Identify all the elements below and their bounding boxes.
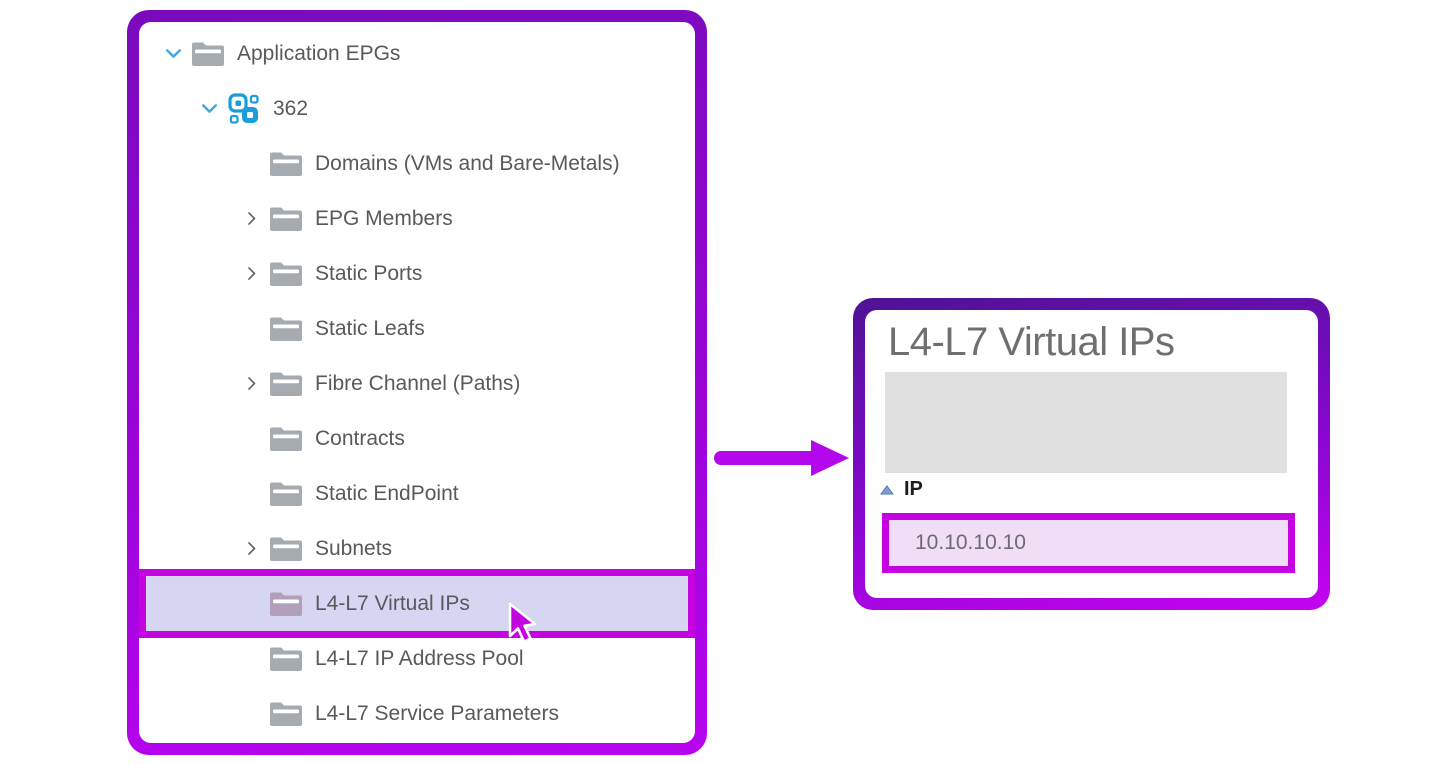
chevron-right-icon[interactable] — [239, 537, 263, 561]
table-column-header-ip[interactable]: IP — [880, 478, 923, 501]
twisty-spacer — [239, 647, 263, 671]
folder-icon — [269, 424, 303, 454]
twisty-spacer — [239, 592, 263, 616]
ip-row-highlight-box: 10.10.10.10 — [882, 513, 1295, 573]
tree-item-label: Static Leafs — [315, 316, 425, 340]
twisty-spacer — [239, 702, 263, 726]
tree-item-label: L4-L7 Service Parameters — [315, 701, 559, 725]
chevron-down-icon[interactable] — [197, 97, 221, 121]
virtual-ips-highlight-box: L4-L7 Virtual IPs IP 10.10.10.10 — [853, 298, 1330, 610]
folder-icon — [269, 369, 303, 399]
page-title: L4-L7 Virtual IPs — [888, 320, 1175, 364]
table-toolbar — [885, 372, 1287, 473]
virtual-ips-panel: L4-L7 Virtual IPs IP 10.10.10.10 — [865, 310, 1318, 598]
tree-item-l4-l7-ip-address-pool[interactable]: L4-L7 IP Address Pool — [139, 631, 695, 686]
tree-item-label: Domains (VMs and Bare-Metals) — [315, 151, 620, 175]
tree-item-static-ports[interactable]: Static Ports — [139, 246, 695, 301]
folder-icon — [269, 644, 303, 674]
ip-value: 10.10.10.10 — [915, 531, 1026, 554]
folder-icon — [269, 314, 303, 344]
mouse-cursor-icon — [508, 602, 537, 643]
epg-tree-highlight-box: Application EPGs 362 Domains (VMs and Ba… — [127, 10, 707, 755]
tree-item-subnets[interactable]: Subnets — [139, 521, 695, 576]
tree-item-362[interactable]: 362 — [139, 81, 695, 136]
tree-item-domains-vms-and-bare-metals[interactable]: Domains (VMs and Bare-Metals) — [139, 136, 695, 191]
chevron-right-icon[interactable] — [239, 372, 263, 396]
tree-item-label: Static EndPoint — [315, 481, 459, 505]
folder-icon — [269, 204, 303, 234]
tree-item-label: EPG Members — [315, 206, 453, 230]
tree-item-label: Subnets — [315, 536, 393, 560]
tree-item-label: Fibre Channel (Paths) — [315, 371, 521, 395]
tree-item-application-epgs[interactable]: Application EPGs — [139, 26, 695, 81]
table-row[interactable]: 10.10.10.10 — [889, 520, 1288, 566]
tree-item-label: 362 — [273, 96, 309, 120]
tree-item-label: Contracts — [315, 426, 405, 450]
folder-icon — [269, 259, 303, 289]
chevron-right-icon[interactable] — [239, 262, 263, 286]
tree-item-l4-l7-service-parameters[interactable]: L4-L7 Service Parameters — [139, 686, 695, 741]
chevron-right-icon[interactable] — [239, 207, 263, 231]
tree-item-static-endpoint[interactable]: Static EndPoint — [139, 466, 695, 521]
tree-item-label: L4-L7 IP Address Pool — [315, 646, 524, 670]
epg-tree-panel: Application EPGs 362 Domains (VMs and Ba… — [139, 22, 695, 743]
twisty-spacer — [239, 152, 263, 176]
tree-item-label: Application EPGs — [237, 41, 401, 65]
folder-icon — [269, 149, 303, 179]
folder-icon — [269, 699, 303, 729]
tree-item-contracts[interactable]: Contracts — [139, 411, 695, 466]
folder-icon — [269, 589, 303, 619]
tree-item-l4-l7-virtual-ips[interactable]: L4-L7 Virtual IPs — [139, 569, 695, 638]
tree-item-fibre-channel-paths[interactable]: Fibre Channel (Paths) — [139, 356, 695, 411]
twisty-spacer — [239, 427, 263, 451]
folder-icon — [269, 479, 303, 509]
twisty-spacer — [239, 482, 263, 506]
folder-icon — [191, 39, 225, 69]
chevron-down-icon[interactable] — [161, 42, 185, 66]
tree-item-label: Static Ports — [315, 261, 423, 285]
column-header-label: IP — [904, 478, 923, 500]
tree-item-epg-members[interactable]: EPG Members — [139, 191, 695, 246]
tree-item-static-leafs[interactable]: Static Leafs — [139, 301, 695, 356]
folder-icon — [269, 534, 303, 564]
epg-icon — [227, 92, 261, 124]
arrow-right-icon — [714, 440, 849, 476]
navigation-tree: Application EPGs 362 Domains (VMs and Ba… — [139, 22, 695, 741]
tree-item-label: L4-L7 Virtual IPs — [315, 591, 470, 615]
sort-ascending-icon[interactable] — [880, 484, 894, 495]
twisty-spacer — [239, 317, 263, 341]
